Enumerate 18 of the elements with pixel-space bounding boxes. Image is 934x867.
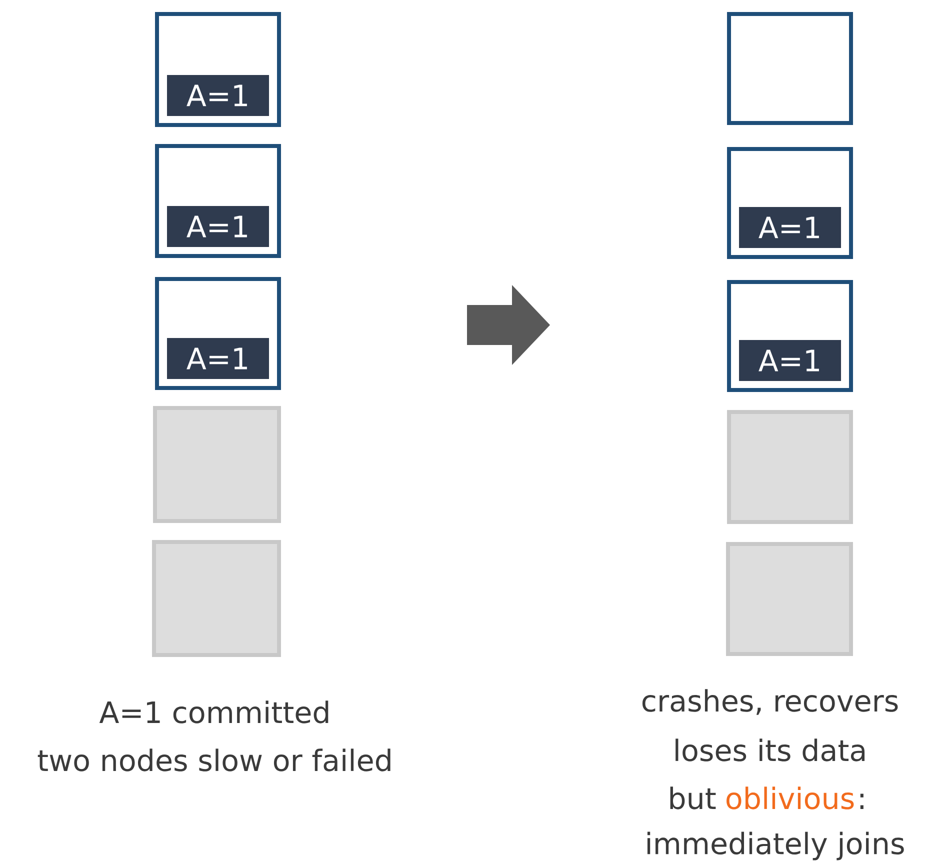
- caption-text: :: [860, 794, 864, 809]
- replica-box: [727, 12, 854, 125]
- caption-text: loses its data: [676, 738, 865, 762]
- replica-box: [726, 542, 853, 656]
- value-label: A=1: [167, 75, 269, 116]
- replica-box: [153, 406, 281, 524]
- value-label: A=1: [167, 338, 269, 379]
- value-label: A=1: [739, 207, 842, 248]
- replica-box: [727, 410, 854, 524]
- caption-text: immediately joins: [647, 832, 904, 860]
- value-label: A=1: [739, 340, 842, 381]
- caption-text: two nodes slow or failed: [38, 748, 390, 772]
- caption-text: crashes, recovers: [642, 689, 898, 715]
- replica-box: [152, 540, 282, 658]
- caption-text: oblivious: [726, 786, 854, 810]
- value-label: A=1: [167, 206, 269, 247]
- caption-text: A=1 committed: [99, 700, 328, 724]
- caption-text: but: [670, 786, 716, 810]
